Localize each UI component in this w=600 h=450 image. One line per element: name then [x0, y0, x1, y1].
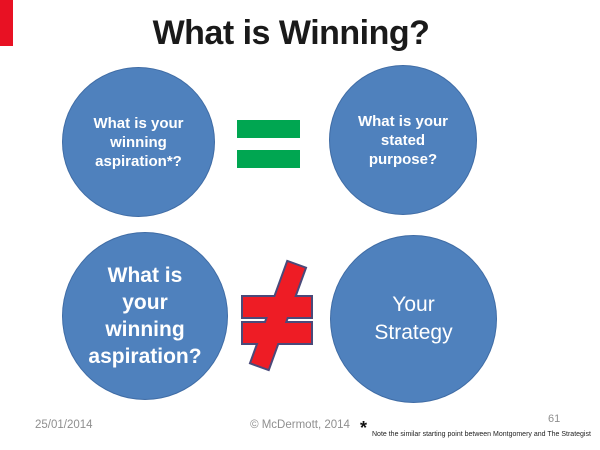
- slide-title: What is Winning?: [152, 14, 430, 52]
- circle-text-line: What is your: [93, 114, 184, 132]
- circle-text-line: stated: [380, 131, 426, 149]
- equals-bar-bottom: [237, 150, 300, 168]
- circle-text-line: purpose?: [368, 150, 438, 168]
- circle-text: What is your winning aspiration?: [88, 262, 201, 370]
- circle-text-line: What is: [107, 264, 183, 287]
- circle-winning-aspiration-note: What is your winning aspiration*?: [62, 67, 215, 217]
- circle-text-line: winning: [105, 318, 185, 341]
- circle-text: Your Strategy: [374, 291, 452, 347]
- footer-copyright: © McDermott, 2014: [250, 419, 350, 431]
- circle-text-line: your: [122, 291, 168, 314]
- circle-text: What is your winning aspiration*?: [93, 114, 183, 171]
- circle-winning-aspiration: What is your winning aspiration?: [62, 232, 228, 400]
- circle-text-line: What is your: [357, 112, 448, 130]
- circle-stated-purpose: What is your stated purpose?: [329, 65, 477, 215]
- circle-text-line: winning: [110, 133, 167, 151]
- circle-text-line: aspiration*?: [95, 152, 182, 170]
- circle-text-line: Strategy: [374, 321, 453, 344]
- equals-icon: [237, 120, 300, 168]
- red-corner-tab: [0, 0, 13, 46]
- circle-text-line: aspiration?: [88, 345, 202, 368]
- footnote-asterisk: *: [360, 418, 368, 438]
- footnote-text: Note the similar starting point between …: [372, 431, 591, 438]
- not-equals-icon: [241, 259, 313, 372]
- footer-date: 25/01/2014: [35, 419, 93, 431]
- circle-your-strategy: Your Strategy: [330, 235, 497, 403]
- equals-bar-top: [237, 120, 300, 138]
- page-number: 61: [548, 413, 561, 425]
- circle-text-line: Your: [392, 293, 435, 316]
- circle-text: What is your stated purpose?: [358, 112, 448, 169]
